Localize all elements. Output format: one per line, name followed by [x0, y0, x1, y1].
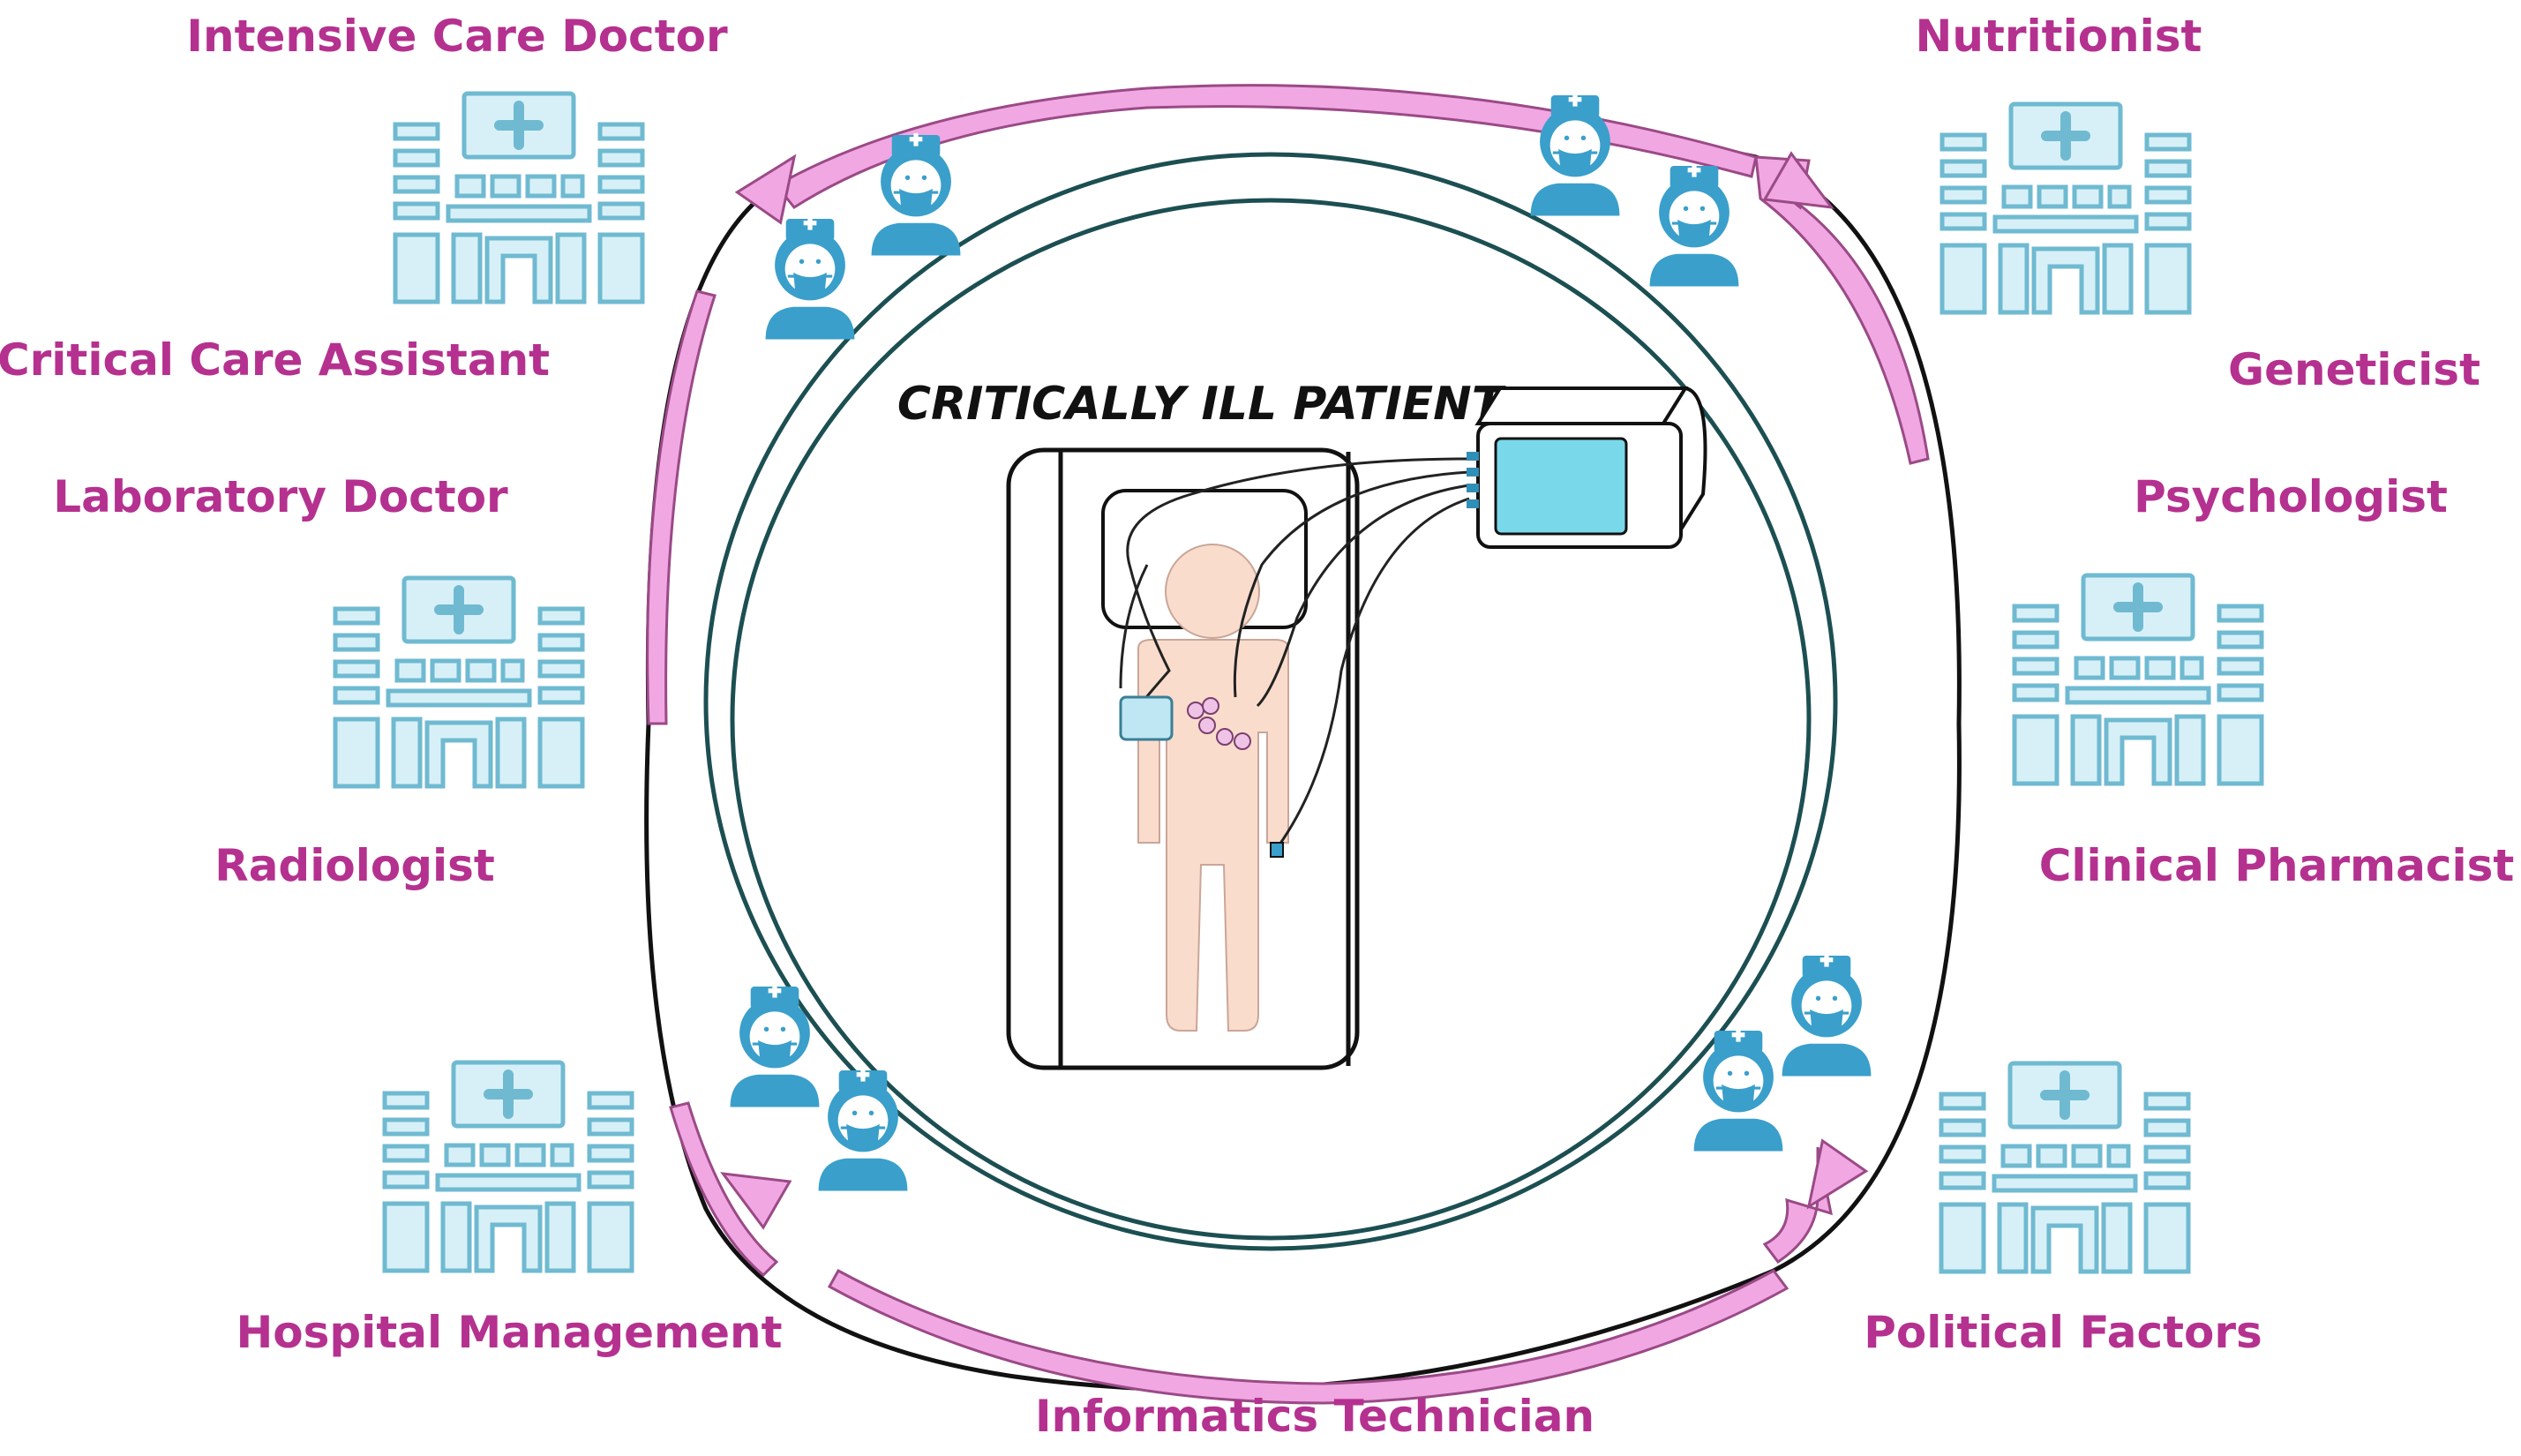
role-nutritionist: Nutritionist [1916, 11, 2202, 62]
hospital-building-icon [385, 1062, 632, 1271]
role-critical-care-assistant: Critical Care Assistant [0, 334, 550, 386]
vital-signs-monitor [1467, 386, 1707, 549]
patient-figure [1137, 544, 1289, 1032]
finger-sensor [1270, 842, 1284, 858]
role-radiologist: Radiologist [214, 840, 495, 891]
role-hospital-management: Hospital Management [236, 1307, 782, 1358]
medical-staff-icon [1648, 162, 1740, 289]
role-clinical-pharmacist: Clinical Pharmacist [2039, 840, 2515, 891]
medical-staff-icon [729, 983, 821, 1109]
center-title: CRITICALLY ILL PATIENT [897, 378, 1506, 431]
role-laboratory-doctor: Laboratory Doctor [53, 471, 508, 522]
monitor-cables [1119, 457, 1470, 848]
inner-ring [730, 198, 1812, 1241]
hospital-building-icon [1941, 1063, 2188, 1272]
ecg-electrodes [1187, 697, 1251, 750]
pulse-oximeter-cuff [1119, 695, 1174, 741]
outer-ring [703, 152, 1838, 1251]
role-intensive-care-doctor: Intensive Care Doctor [186, 11, 728, 62]
role-geneticist: Geneticist [2228, 344, 2480, 395]
medical-staff-icon [1781, 952, 1872, 1078]
medical-staff-icon [817, 1067, 909, 1193]
role-informatics-technician: Informatics Technician [1035, 1391, 1594, 1442]
role-psychologist: Psychologist [2134, 471, 2448, 522]
hospital-building-icon [395, 94, 642, 302]
hospital-building-icon [335, 578, 582, 786]
role-political-factors: Political Factors [1864, 1307, 2262, 1358]
circulation-arrows [646, 84, 1930, 1405]
medical-staff-icon [764, 215, 856, 341]
hospital-building-icon [2015, 575, 2262, 784]
hospital-building-icon [1942, 104, 2189, 312]
